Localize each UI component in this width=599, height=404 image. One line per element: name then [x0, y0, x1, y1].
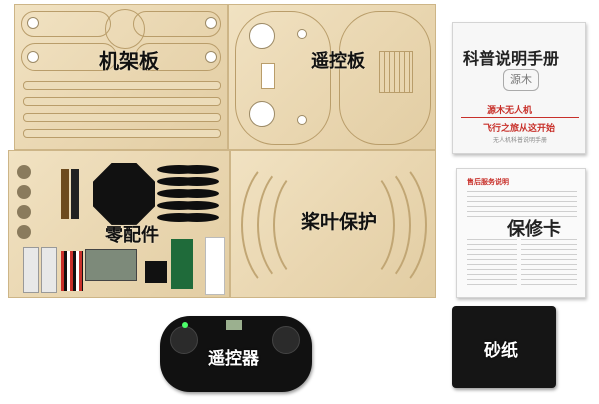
parts-panel: 零配件	[8, 150, 230, 298]
pin-header	[205, 237, 225, 295]
mount-hole	[205, 51, 217, 63]
propeller	[175, 177, 219, 186]
remote-controller: 遥控器	[160, 316, 312, 392]
connector	[61, 169, 69, 219]
guard-arc	[257, 161, 337, 289]
propeller	[175, 189, 219, 198]
remote-board-panel: 遥控板	[228, 4, 436, 150]
prop-guard-label: 桨叶保护	[301, 211, 378, 233]
button-hole	[297, 115, 307, 125]
warranty-lines	[467, 239, 517, 289]
grid-vent	[379, 51, 413, 93]
small-module	[145, 261, 167, 283]
sandpaper: 砂纸	[452, 306, 556, 388]
remote-board-outline	[235, 11, 331, 145]
mount-hole	[205, 17, 217, 29]
sandpaper-label: 砂纸	[484, 341, 518, 361]
mount-hole	[27, 51, 39, 63]
propeller	[175, 213, 219, 222]
lcd-screen	[85, 249, 137, 281]
manual-brand: 源木无人机	[487, 106, 533, 116]
frame-center-cutout	[105, 9, 145, 49]
guard-arc	[337, 155, 427, 295]
warranty-card: 售后服务说明 保修卡	[456, 168, 586, 298]
motor	[17, 225, 31, 239]
joystick-hole	[249, 101, 275, 127]
remote-board-outline	[339, 11, 431, 145]
guard-arc	[241, 155, 331, 295]
frame-arm-cutout	[21, 43, 117, 71]
left-joystick	[170, 326, 198, 354]
propeller	[175, 201, 219, 210]
guard-arc	[273, 167, 343, 283]
frame-board-panel: 机架板	[14, 4, 228, 150]
warranty-header: 售后服务说明	[467, 178, 509, 186]
frame-strip	[23, 113, 221, 122]
frame-strip	[23, 129, 221, 138]
connector	[71, 169, 79, 219]
parts-label: 零配件	[105, 225, 159, 246]
manual-slogan: 飞行之旅从这开始	[483, 124, 556, 134]
screen-slot	[261, 63, 275, 89]
frame-strip	[23, 81, 221, 90]
frame-strip	[23, 97, 221, 106]
warranty-lines	[521, 239, 577, 289]
manual-logo: 源木	[503, 69, 539, 91]
motor	[17, 165, 31, 179]
prop-guard-panel: 桨叶保护	[230, 150, 436, 298]
manual-divider	[461, 117, 579, 118]
status-led	[182, 322, 188, 328]
mount-hole	[27, 17, 39, 29]
guard-arc	[325, 167, 395, 283]
battery	[41, 247, 57, 293]
flight-controller-pcb	[93, 163, 155, 225]
manual-subtitle: 无人机科普说明手册	[493, 137, 548, 144]
right-joystick	[272, 326, 300, 354]
remote-controller-label: 遥控器	[208, 349, 259, 369]
manual-title: 科普说明手册	[463, 49, 560, 68]
warranty-title: 保修卡	[507, 219, 561, 240]
warranty-lines	[467, 191, 577, 217]
frame-arm-cutout	[135, 43, 221, 71]
guard-arc	[331, 161, 411, 289]
frame-board-label: 机架板	[99, 49, 159, 73]
joystick-hole	[249, 23, 275, 49]
button-hole	[297, 29, 307, 39]
controller-screen	[226, 320, 242, 330]
propeller	[175, 165, 219, 174]
battery	[23, 247, 39, 293]
motor	[17, 205, 31, 219]
motor	[17, 185, 31, 199]
wire-bundle	[61, 251, 83, 291]
science-manual-card: 科普说明手册 源木 源木无人机 飞行之旅从这开始 无人机科普说明手册	[452, 22, 586, 154]
radio-module	[171, 239, 193, 289]
remote-board-label: 遥控板	[311, 51, 365, 72]
